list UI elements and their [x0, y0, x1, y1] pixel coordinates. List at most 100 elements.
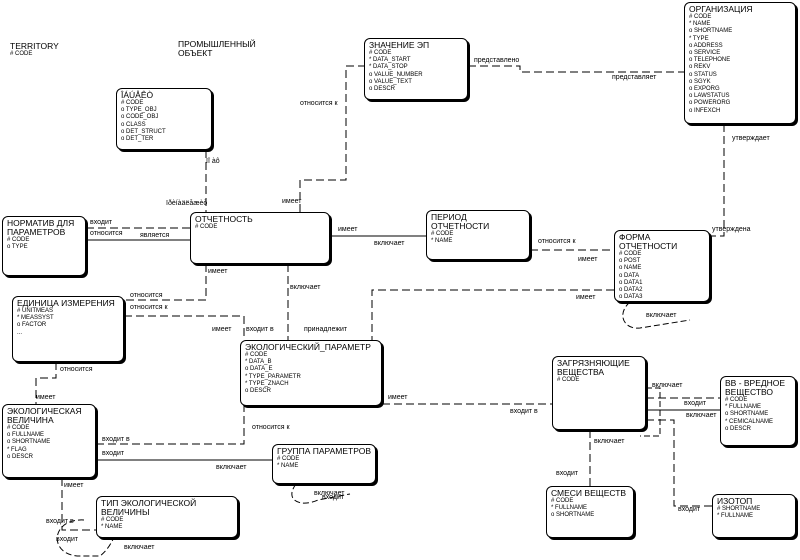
- entity-ekoval[interactable]: ЭКОЛОГИЧЕСКАЯ ВЕЛИЧИНА # CODE o FULLNAME…: [2, 404, 96, 478]
- entity-title: ЗНАЧЕНИЕ ЭП: [369, 40, 430, 50]
- entity-attr: * FULLNAME: [725, 404, 762, 411]
- entity-attr: # CODE: [101, 517, 124, 523]
- entity-title: СМЕСИ ВЕЩЕСТВ: [551, 488, 627, 498]
- label-vhodit-gruppa: входит: [322, 494, 345, 501]
- entity-vv[interactable]: ВВ - ВРЕДНОЕ ВЕЩЕСТВО # CODE * FULLNAME …: [720, 376, 796, 446]
- entity-attr: o LAWSTATUS: [689, 93, 730, 100]
- label-vhodit-2: входит: [684, 400, 707, 407]
- entity-attr: * DATA_STOP: [369, 64, 408, 71]
- entity-attr: o SHORTNAME: [725, 411, 769, 418]
- label-prinadlezhit: принадлежит: [304, 326, 348, 333]
- entity-attr: o DATA_E: [245, 366, 273, 373]
- label-predstavleno: представлено: [474, 57, 520, 64]
- label-vhodit-1: входит: [90, 219, 113, 226]
- rel-ekoval-tip: [61, 478, 96, 531]
- label-imeet-2: имеет: [338, 226, 358, 233]
- entity-attr: * TYPE_ZNACH: [245, 380, 289, 387]
- entity-attr: o DESCR: [725, 425, 752, 432]
- entity-gruppa[interactable]: ГРУППА ПАРАМЕТРОВ # CODE * NAME: [272, 444, 376, 484]
- label-otnositsya-1: относится: [90, 230, 123, 237]
- entity-obj[interactable]: ÎÁÚÅÊÒ # CODE o TYPE_OBJ o CODE_OBJ o CL…: [116, 88, 212, 150]
- entity-attr: o REKV: [689, 64, 711, 71]
- entity-title: ЗАГРЯЗНЯЮЩИЕ ВЕЩЕСТВА: [557, 358, 630, 377]
- label-utverzhdena: утверждена: [712, 226, 751, 233]
- rel-edin-ekoval: [35, 362, 57, 404]
- entity-period[interactable]: ПЕРИОД ОТЧЕТНОСТИ # CODE * NAME: [426, 210, 530, 260]
- entity-attr: * NAME: [277, 463, 299, 470]
- label-vhodit-v-1: входит в: [246, 326, 274, 333]
- entity-ekoparam[interactable]: ЭКОЛОГИЧЕСКИЙ_ПАРАМЕТР # CODE * DATA_B o…: [240, 340, 382, 406]
- entity-attr: o SHORTNAME: [689, 28, 733, 35]
- label-vklyuchaet-5: включает: [594, 438, 625, 445]
- entity-prom[interactable]: ПРОМЫШЛЕННЫЙ ОБЪЕКТ: [174, 38, 270, 68]
- entity-zagr[interactable]: ЗАГРЯЗНЯЮЩИЕ ВЕЩЕСТВА # CODE: [552, 356, 646, 430]
- entity-attr: # UNITMEAS: [17, 308, 54, 314]
- label-vklyuchaet-tip: включает: [124, 544, 155, 551]
- entity-title: ГРУППА ПАРАМЕТРОВ: [277, 446, 371, 456]
- entity-attr: o POST: [619, 258, 641, 265]
- entity-attr: # CODE: [619, 251, 642, 257]
- entity-attr: * NAME: [431, 238, 453, 245]
- rel-otch-znach: [299, 65, 364, 212]
- label-vklyuchaet-forma: включает: [646, 312, 677, 319]
- label-vhodit-5: входит: [556, 470, 579, 477]
- entity-attr: o VALUE_TEXT: [369, 78, 412, 85]
- label-obj-rel-b: ïðèíàäëåæèò: [166, 200, 208, 207]
- entity-attr: * TYPE_PARAMETR: [245, 373, 301, 380]
- label-utverzhdaet: утверждает: [732, 135, 770, 142]
- entity-title: TERRITORY: [10, 41, 59, 51]
- entity-attr: o NAME: [619, 265, 642, 272]
- entity-attr: o STATUS: [689, 71, 717, 78]
- entity-title: ПРОМЫШЛЕННЫЙ ОБЪЕКТ: [178, 39, 256, 58]
- entity-znach[interactable]: ЗНАЧЕНИЕ ЭП # CODE * DATA_START * DATA_S…: [364, 38, 468, 100]
- entity-attr: o SHORTNAME: [551, 512, 595, 519]
- label-imeet-8: имеет: [388, 394, 408, 401]
- label-vklyuchaet-3: включает: [652, 382, 683, 389]
- entity-org[interactable]: ОРГАНИЗАЦИЯ # CODE * NAME o SHORTNAME * …: [684, 2, 796, 124]
- entity-attr: # CODE: [725, 397, 748, 403]
- entity-attr: o POWERORG: [689, 100, 731, 107]
- entity-forma[interactable]: ФОРМА ОТЧЕТНОСТИ # CODE o POST o NAME o …: [614, 230, 710, 302]
- label-yavlyaetsya: является: [140, 232, 170, 239]
- entity-edin[interactable]: ЕДИНИЦА ИЗМЕРЕНИЯ # UNITMEAS * MEASSYST …: [12, 296, 124, 362]
- entity-attr: o VALUE_NUMBER: [369, 71, 423, 78]
- entity-attr: o FULLNAME: [7, 432, 45, 439]
- entity-attr: * TYPE: [689, 35, 709, 42]
- label-vklyuchaet-1: включает: [374, 240, 405, 247]
- rel-otch-edin: [124, 264, 207, 301]
- entity-title: НОРМАТИВ ДЛЯ ПАРАМЕТРОВ: [7, 218, 75, 237]
- entity-territory[interactable]: TERRITORY # CODE: [6, 40, 86, 72]
- entity-title: ЕДИНИЦА ИЗМЕРЕНИЯ: [17, 298, 115, 308]
- label-predstavlyaet: представляет: [612, 74, 657, 81]
- entity-attr: o TYPE: [7, 244, 28, 251]
- entity-attr: # CODE: [557, 377, 580, 383]
- label-imeet-1: имеет: [282, 198, 302, 205]
- entity-attr: # CODE: [7, 237, 30, 243]
- entity-attr: o DESCR: [369, 86, 396, 93]
- label-vklyuchaet-gruppa: включает: [314, 490, 345, 497]
- label-vklyuchaet-2: включает: [290, 284, 321, 291]
- entity-attr: * FULLNAME: [717, 513, 754, 520]
- rel-org-forma: [710, 124, 725, 237]
- entity-title: ÎÁÚÅÊÒ: [121, 90, 154, 100]
- rel-zagr-loop: [640, 387, 661, 437]
- entity-tip[interactable]: ТИП ЭКОЛОГИЧЕСКОЙ ВЕЛИЧИНЫ # CODE * NAME: [96, 496, 238, 538]
- label-vhodit-6: входит: [678, 506, 701, 513]
- entity-smesi[interactable]: СМЕСИ ВЕЩЕСТВ # CODE * FULLNAME o SHORTN…: [546, 486, 634, 538]
- entity-izotop[interactable]: ИЗОТОП # SHORTNAME * FULLNAME: [712, 494, 796, 538]
- entity-attr: o DET_STRUCT: [121, 128, 166, 135]
- rel-gruppa-self: [291, 483, 351, 504]
- entity-title: ОТЧЕТНОСТЬ: [195, 214, 253, 224]
- entity-attr: * DATA_B: [245, 359, 272, 366]
- label-imeet-4: имеет: [208, 268, 228, 275]
- entity-attr: o DATA3: [619, 294, 643, 301]
- label-imeet-6: имеет: [212, 326, 232, 333]
- entity-attr: * NAME: [101, 524, 123, 531]
- entity-otch[interactable]: ОТЧЕТНОСТЬ # CODE: [190, 212, 330, 264]
- entity-attr: # CODE: [121, 100, 144, 106]
- rel-edin-ekoparam: [124, 315, 245, 340]
- entity-normativ[interactable]: НОРМАТИВ ДЛЯ ПАРАМЕТРОВ # CODE o TYPE: [2, 216, 86, 276]
- label-vhodit-v-3: входит в: [102, 436, 130, 443]
- entity-attr: ...: [17, 329, 23, 336]
